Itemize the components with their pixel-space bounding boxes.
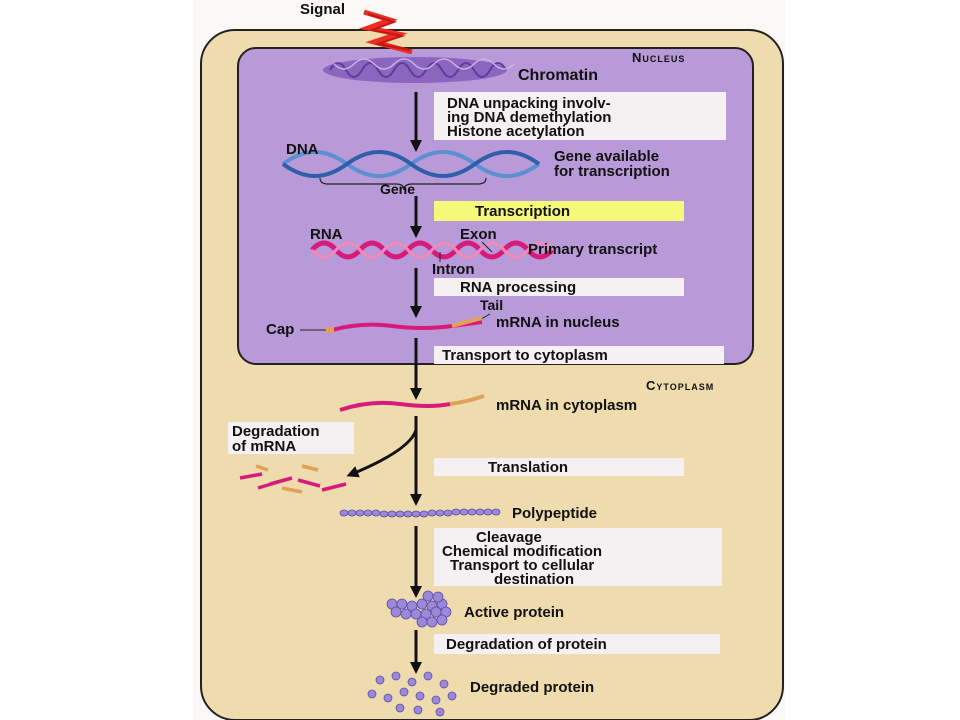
degradation-mrna-line2: of mRNA — [232, 438, 296, 455]
step-modification-line4: destination — [494, 571, 574, 588]
degraded-protein-label: Degraded protein — [470, 679, 594, 696]
mrna-cytoplasm-strand — [339, 400, 451, 412]
tail-label: Tail — [480, 297, 503, 313]
gene-label: Gene — [380, 181, 415, 197]
step-box-unpacking — [434, 92, 726, 140]
step-rna-processing: RNA processing — [460, 279, 576, 296]
step-box-transport — [434, 346, 724, 364]
gene-bracket — [319, 177, 487, 191]
step-modification-line1: Cleavage — [476, 529, 542, 546]
mrna-nucleus-cap — [326, 327, 334, 333]
chromatin-label: Chromatin — [518, 67, 598, 84]
polypeptide-chain-icon — [339, 508, 501, 518]
step-modification-line3: Transport to cellular — [450, 557, 594, 574]
chromatin-icon — [323, 57, 515, 83]
intron-label: Intron — [432, 261, 475, 278]
step-box-rna-processing — [434, 278, 684, 296]
primary-transcript-strand-light — [310, 241, 554, 259]
step-box-degradation-protein — [434, 634, 720, 654]
degradation-mrna-line1: Degradation — [232, 423, 320, 440]
signal-label: Signal — [300, 1, 345, 18]
step-unpacking-line1: DNA unpacking involv- — [447, 95, 611, 112]
exon-label: Exon — [460, 226, 497, 243]
mrna-cytoplasm-tail — [449, 394, 485, 406]
mrna-fragments-icon — [239, 464, 347, 494]
rna-label: RNA — [310, 226, 343, 243]
step-box-translation — [434, 458, 684, 476]
dna-helix-icon — [281, 150, 541, 178]
step-unpacking-line2: ing DNA demethylation — [447, 109, 611, 126]
mrna-nucleus-label: mRNA in nucleus — [496, 314, 620, 331]
step-unpacking-line3: Histone acetylation — [447, 123, 585, 140]
step-box-transcription — [434, 201, 684, 221]
gene-available-line2: for transcription — [554, 163, 670, 180]
dna-label: DNA — [286, 141, 319, 158]
step-box-degradation-mrna — [228, 422, 354, 454]
step-degradation-protein: Degradation of protein — [446, 636, 607, 653]
degraded-protein-icon — [367, 671, 457, 717]
step-transport: Transport to cytoplasm — [442, 347, 608, 364]
primary-transcript-label: Primary transcript — [528, 241, 657, 258]
signal-zigzag-shadow — [367, 13, 411, 51]
step-modification-line2: Chemical modification — [442, 543, 602, 560]
mrna-nucleus-strand — [331, 320, 483, 332]
gene-available-line1: Gene available — [554, 148, 659, 165]
active-protein-label: Active protein — [464, 604, 564, 621]
step-box-modification — [434, 528, 722, 586]
nucleus-label: Nucleus — [632, 50, 685, 65]
flow-arrows — [346, 92, 422, 674]
exon-pointer — [481, 241, 493, 253]
step-transcription: Transcription — [475, 203, 570, 220]
cap-label: Cap — [266, 321, 294, 338]
active-protein-icon — [386, 590, 452, 628]
step-translation: Translation — [488, 459, 568, 476]
mrna-nucleus-tail — [451, 316, 483, 328]
polypeptide-label: Polypeptide — [512, 505, 597, 522]
cytoplasm-label: Cytoplasm — [646, 378, 714, 393]
mrna-cytoplasm-label: mRNA in cytoplasm — [496, 397, 637, 414]
